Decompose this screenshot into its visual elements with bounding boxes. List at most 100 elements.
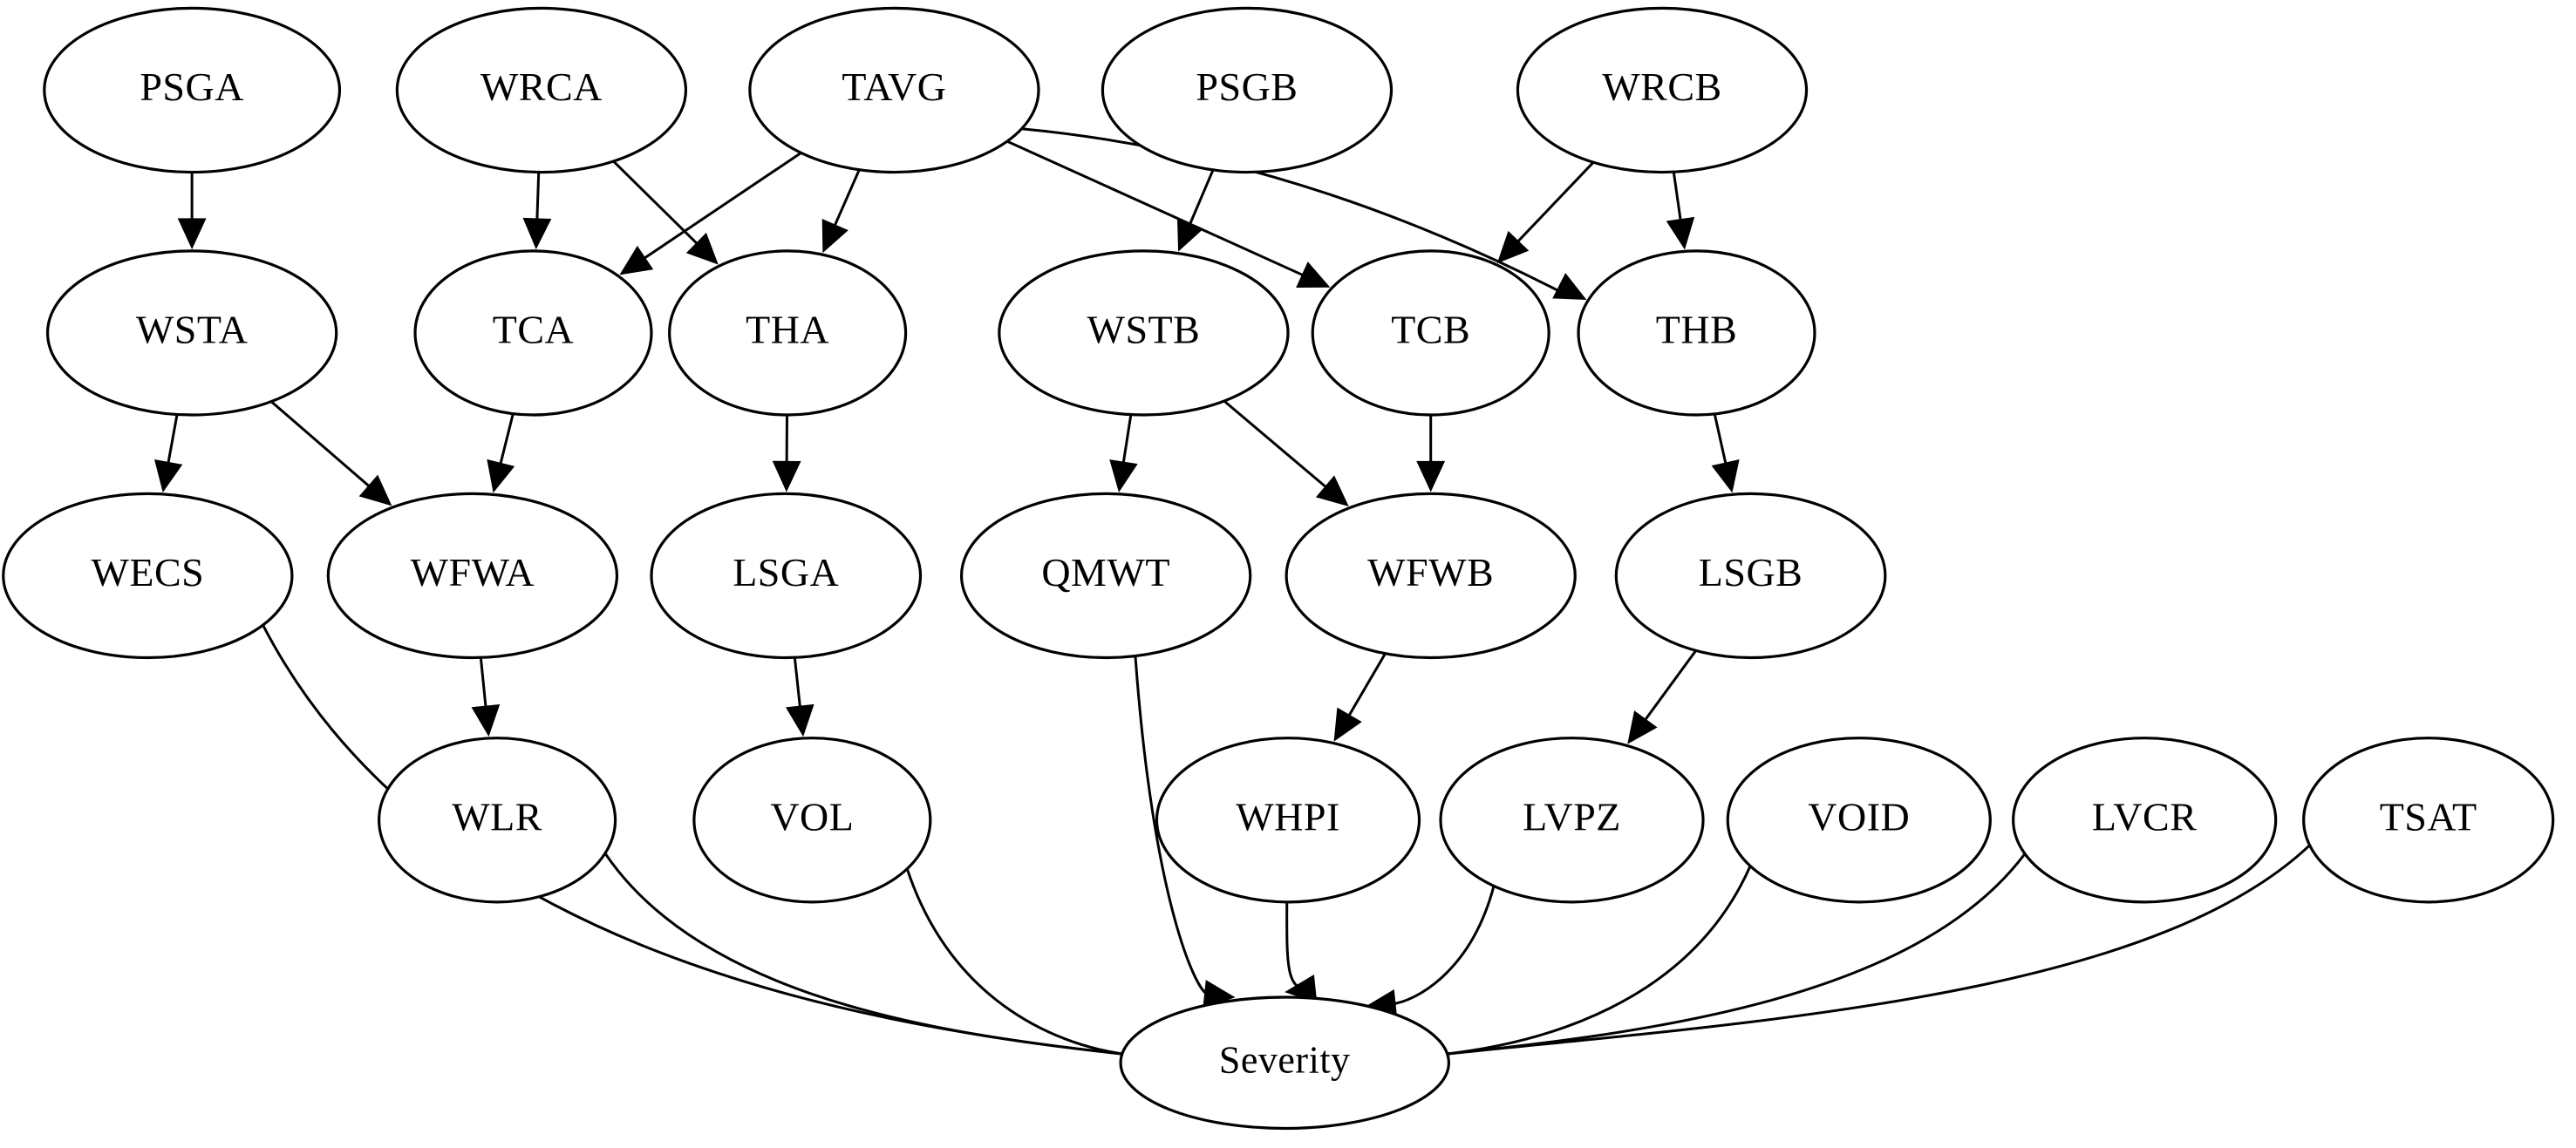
node-outline [413, 249, 653, 417]
node-qmwt[interactable]: QMWT [959, 492, 1252, 660]
node-lvpz[interactable]: LVPZ [1439, 737, 1705, 904]
node-label: LSGB [1699, 550, 1803, 594]
node-tsat[interactable]: TSAT [2302, 737, 2555, 904]
node-outline [395, 6, 688, 174]
edge-wrcb-to-thb [1672, 172, 1682, 223]
arrowhead [785, 703, 814, 737]
node-psga[interactable]: PSGA [43, 6, 342, 174]
edge-wsta-to-wfwa [270, 400, 372, 489]
node-outline [998, 249, 1290, 417]
node-vol[interactable]: VOL [692, 737, 932, 904]
node-label: THB [1656, 308, 1738, 352]
node-outline [1726, 737, 1992, 904]
node-lsgb[interactable]: LSGB [1614, 492, 1887, 660]
arrowhead [487, 459, 515, 493]
node-tca[interactable]: TCA [413, 249, 653, 417]
node-label: WFWA [411, 550, 535, 594]
node-outline [748, 6, 1040, 174]
arrowhead [1176, 217, 1204, 252]
arrowhead [1666, 216, 1695, 250]
edge-whpi-to-severity [1285, 901, 1312, 991]
node-outline [1119, 995, 1450, 1131]
node-label: WECS [91, 550, 204, 594]
node-outline [1439, 737, 1705, 904]
node-label: LVPZ [1523, 794, 1621, 839]
node-outline [650, 492, 923, 660]
node-tha[interactable]: THA [668, 249, 908, 417]
node-outline [959, 492, 1252, 660]
arrowhead [1333, 707, 1362, 742]
node-label: LSGA [733, 550, 839, 594]
node-wstb[interactable]: WSTB [998, 249, 1290, 417]
arrowhead [522, 217, 552, 250]
edge-wrca-to-tca [535, 172, 541, 222]
node-label: WRCA [480, 65, 603, 109]
node-label: LVCR [2092, 794, 2197, 839]
edge-wfwb-to-whpi [1346, 652, 1387, 719]
node-outline [326, 492, 619, 660]
node-wecs[interactable]: WECS [2, 492, 294, 660]
node-outline [1577, 249, 1816, 417]
node-lvcr[interactable]: LVCR [2012, 737, 2278, 904]
node-label: PSGA [140, 65, 244, 109]
node-wrca[interactable]: WRCA [395, 6, 688, 174]
edge-tavg-to-thb [1021, 127, 1561, 293]
edge-tsat-to-severity [1438, 844, 2311, 1056]
node-label: VOL [770, 794, 854, 839]
node-layer: PSGA WRCA TAVG PSGB WRCB WSTA TCA THA WSTB TCB THB… [2, 6, 2555, 1131]
node-label: WHPI [1236, 794, 1340, 839]
node-severity[interactable]: Severity [1119, 995, 1450, 1131]
node-label: WFWB [1367, 550, 1494, 594]
edge-vol-to-severity [905, 868, 1131, 1056]
node-label: WRCB [1602, 65, 1721, 109]
node-label: TCA [493, 308, 575, 352]
node-label: Severity [1219, 1038, 1351, 1081]
edge-wfwa-to-wlr [479, 657, 487, 710]
edge-tavg-to-tca [641, 152, 802, 261]
node-outline [1155, 737, 1421, 904]
edge-qmwt-to-severity [1134, 656, 1210, 996]
edge-psgb-to-wstb [1188, 169, 1215, 228]
arrowhead [821, 218, 848, 254]
arrowhead [1416, 460, 1446, 492]
node-outline [1285, 492, 1577, 660]
node-wfwa[interactable]: WFWA [326, 492, 619, 660]
arrowhead [619, 245, 654, 275]
node-psgb[interactable]: PSGB [1101, 6, 1394, 174]
arrowhead [1627, 710, 1658, 744]
arrowhead [1315, 475, 1349, 506]
arrowhead [358, 474, 392, 506]
node-label: TCB [1391, 308, 1470, 352]
edge-wstb-to-qmwt [1121, 414, 1133, 465]
node-outline [692, 737, 932, 904]
node-wrcb[interactable]: WRCB [1516, 6, 1809, 174]
arrowhead [1552, 273, 1587, 301]
node-outline [1311, 249, 1550, 417]
edge-lsga-to-vol [793, 657, 802, 710]
node-label: WLR [452, 794, 542, 839]
node-lsga[interactable]: LSGA [650, 492, 923, 660]
edge-wsta-to-wecs [166, 414, 179, 466]
node-wsta[interactable]: WSTA [45, 249, 338, 417]
node-outline [2012, 737, 2278, 904]
node-label: WSTA [136, 308, 249, 352]
node-outline [2302, 737, 2555, 904]
node-whpi[interactable]: WHPI [1155, 737, 1421, 904]
node-void[interactable]: VOID [1726, 737, 1992, 904]
node-wlr[interactable]: WLR [378, 737, 617, 904]
node-tavg[interactable]: TAVG [748, 6, 1040, 174]
node-tcb[interactable]: TCB [1311, 249, 1550, 417]
edge-wrcb-to-tcb [1515, 161, 1595, 245]
arrowhead [1296, 262, 1331, 289]
node-label: VOID [1808, 794, 1910, 839]
node-outline [2, 492, 294, 660]
edge-thb-to-lsgb [1713, 413, 1728, 466]
node-thb[interactable]: THB [1577, 249, 1816, 417]
node-outline [1101, 6, 1394, 174]
node-outline [45, 249, 338, 417]
edge-wstb-to-wfwb [1223, 399, 1329, 490]
node-label: TSAT [2380, 794, 2477, 839]
arrowhead [772, 460, 801, 492]
node-wfwb[interactable]: WFWB [1285, 492, 1577, 660]
node-label: THA [746, 308, 829, 352]
